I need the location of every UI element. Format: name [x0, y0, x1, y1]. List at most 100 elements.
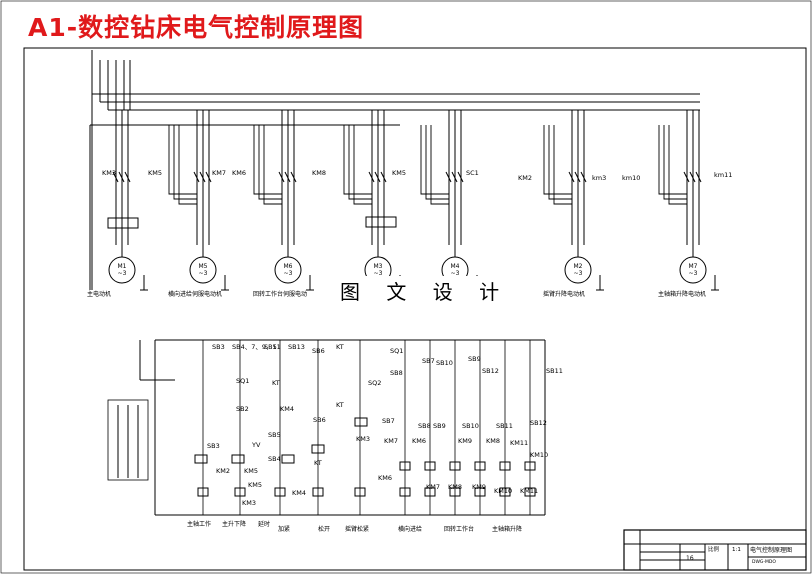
control-label: SB5 — [264, 343, 277, 351]
control-label: KM6 — [378, 474, 393, 482]
control-label: KT — [336, 401, 344, 409]
control-caption: 松开 — [318, 526, 331, 533]
motor-caption: 摇臂升降电动机 — [543, 291, 586, 298]
control-label: KM4 — [280, 405, 295, 413]
motor-phase: ~3 — [373, 270, 383, 277]
control-label: KM11 — [510, 439, 529, 447]
motor-label: M6~3 — [273, 263, 303, 277]
title-block-drawing-name: 电气控制原理图 — [750, 547, 793, 554]
control-caption: 加紧 — [278, 526, 291, 533]
title-block-scale: 1:1 — [732, 547, 741, 553]
control-label: KM8 — [486, 437, 501, 445]
motor-phase: ~3 — [688, 270, 698, 277]
motor-name: M2 — [573, 263, 583, 270]
coil-symbol — [524, 461, 536, 471]
control-label: SB5 — [268, 431, 281, 439]
motor-branch — [658, 110, 719, 291]
coil-symbol — [354, 417, 368, 427]
contactor-label: km11 — [714, 171, 733, 179]
contactor-label: km3 — [592, 174, 607, 182]
control-label: SB8 — [390, 369, 403, 377]
motor-name: M5 — [198, 263, 208, 270]
coil-symbol — [424, 487, 436, 497]
control-label: SB7 — [382, 417, 395, 425]
control-caption: 主轴工作 — [187, 521, 212, 528]
control-label: KM8 — [448, 483, 463, 491]
control-caption: 延时 — [258, 521, 271, 528]
control-label: SB8 — [418, 422, 431, 430]
motor-branch — [168, 110, 229, 291]
control-label: KT — [272, 379, 280, 387]
coil-symbol — [311, 444, 325, 454]
control-label: KM9 — [472, 483, 487, 491]
drawing-border — [23, 47, 807, 571]
control-label: KM6 — [412, 437, 427, 445]
title-block-code: DWG-MDO — [752, 560, 776, 565]
motor-caption: 横向进给伺服电动机 — [168, 291, 223, 298]
motor-name: M6 — [283, 263, 293, 270]
coil-symbol — [281, 454, 295, 464]
motor-label: M7~3 — [678, 263, 708, 277]
motor-label: M2~3 — [563, 263, 593, 277]
coil-symbol — [499, 487, 511, 497]
control-label: KM3 — [356, 435, 371, 443]
motor-caption: 主轴箱升降电动机 — [658, 291, 707, 298]
contactor-label: KM5 — [148, 169, 163, 177]
control-label: SB6 — [312, 347, 325, 355]
coil-symbol — [197, 487, 209, 497]
control-label: KM4 — [292, 489, 307, 497]
control-label: KM11 — [520, 487, 539, 495]
coil-symbol — [234, 487, 246, 497]
control-caption: 主轴箱升降 — [492, 526, 523, 533]
control-label: SB6 — [313, 416, 326, 424]
control-caption: 回转工作台 — [444, 526, 475, 533]
coil-symbol — [499, 461, 511, 471]
motor-phase: ~3 — [283, 270, 293, 277]
control-caption: 摇臂松紧 — [345, 526, 370, 533]
coil-symbol — [399, 487, 411, 497]
motor-name: M1 — [117, 263, 127, 270]
contactor-label: KM6 — [232, 169, 247, 177]
thermal-relay — [365, 216, 397, 228]
contactor-label: KM8 — [312, 169, 327, 177]
control-label: SQ1 — [236, 377, 250, 385]
control-label: KT — [314, 459, 322, 467]
contactor-label: KM3 — [102, 169, 117, 177]
watermark-text: 图 文 设 计 — [336, 276, 514, 305]
coil-symbol — [312, 487, 324, 497]
coil-symbol — [354, 487, 366, 497]
contactor-label: KM2 — [518, 174, 533, 182]
motor-phase: ~3 — [450, 270, 460, 277]
contactor-label: KM5 — [392, 169, 407, 177]
coil-symbol — [449, 461, 461, 471]
motor-name: M4 — [450, 263, 460, 270]
control-label: SB7 — [422, 357, 435, 365]
control-label: SB10 — [436, 359, 453, 367]
coil-symbol — [424, 461, 436, 471]
motor-branch — [420, 110, 481, 291]
control-label: KM3 — [242, 499, 257, 507]
coil-symbol — [474, 487, 486, 497]
motor-phase: ~3 — [573, 270, 583, 277]
motor-branch — [253, 110, 314, 291]
control-label: SB4 — [268, 455, 281, 463]
motor-caption: 回转工作台伺服电动 — [253, 291, 308, 298]
coil-symbol — [274, 487, 286, 497]
contactor-label: km10 — [622, 174, 641, 182]
motor-phase: ~3 — [117, 270, 127, 277]
control-label: SB2 — [236, 405, 249, 413]
coil-symbol — [524, 487, 536, 497]
control-label: SB12 — [530, 419, 547, 427]
control-label: KT — [336, 343, 344, 351]
control-label: SB11 — [496, 422, 513, 430]
title-block-scale-label: 比例 — [708, 547, 720, 553]
coil-symbol — [474, 461, 486, 471]
motor-name: M7 — [688, 263, 698, 270]
control-label: KM2 — [216, 467, 231, 475]
control-label: KM5 — [248, 481, 263, 489]
control-caption: 主升下降 — [222, 521, 247, 528]
control-label: SB4、7、9、11 — [232, 343, 281, 351]
control-label: SQ2 — [368, 379, 382, 387]
